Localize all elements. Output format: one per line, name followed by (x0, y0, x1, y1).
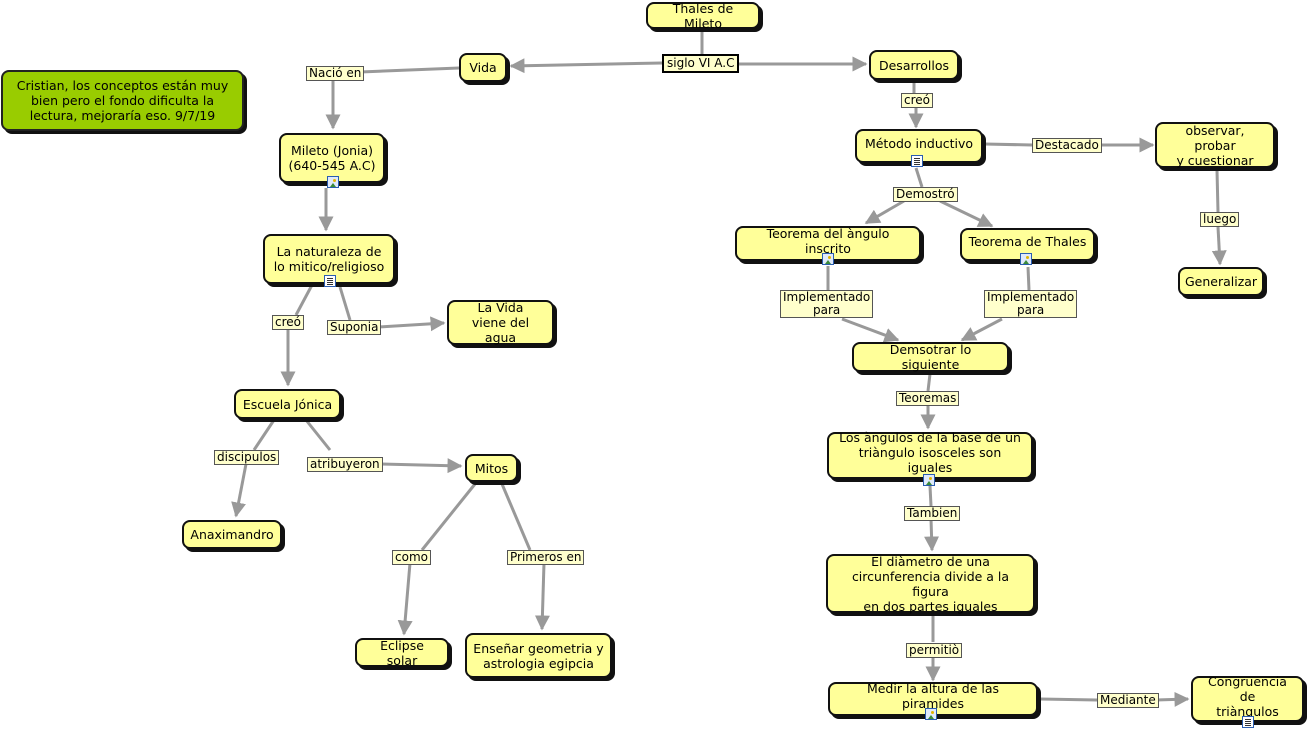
link-label-luego[interactable]: luego (1200, 212, 1240, 227)
concept-medir-text: Medir la altura de las piramides (866, 681, 1000, 711)
link-label-nacio[interactable]: Nació en (306, 66, 365, 81)
concept-teorema-thales-text: Teorema de Thales (968, 234, 1087, 249)
concept-mileto-text: Mileto (Jonia) (640-545 A.C) (288, 143, 376, 173)
concept-generalizar[interactable]: Generalizar (1178, 267, 1264, 296)
document-resource-icon[interactable] (911, 155, 923, 167)
link-label-implementado-2[interactable]: Implementado para (984, 290, 1078, 318)
concept-congruencia-text: Congruencia de triàngulos (1208, 673, 1287, 719)
link-label-destacado[interactable]: Destacado (1032, 138, 1102, 153)
concept-anaximandro[interactable]: Anaximandro (182, 520, 282, 549)
link-label-como[interactable]: como (392, 550, 431, 565)
image-resource-icon[interactable] (327, 176, 339, 188)
link-label-demostro[interactable]: Demostró (893, 187, 958, 202)
reviewer-note: Cristian, los conceptos están muy bien p… (1, 70, 244, 131)
concept-observar[interactable]: observar, probar y cuestionar (1155, 122, 1275, 168)
concept-vida-agua[interactable]: La Vida viene del agua (447, 300, 554, 345)
concept-teorema-angulo-text: Teorema del àngulo inscrito (766, 225, 890, 256)
image-resource-icon[interactable] (923, 474, 935, 486)
concept-angulos-text: Los àngulos de la base de un triàngulo i… (839, 430, 1021, 475)
link-label-suponia[interactable]: Suponia (327, 320, 382, 335)
image-resource-icon[interactable] (822, 253, 834, 265)
concept-mileto[interactable]: Mileto (Jonia) (640-545 A.C) (279, 133, 385, 183)
concept-mitos[interactable]: Mitos (465, 454, 518, 482)
image-resource-icon[interactable] (1020, 253, 1032, 265)
concept-diametro[interactable]: El diàmetro de una circunferencia divide… (826, 554, 1035, 614)
concept-metodo-text: Método inductivo (864, 135, 974, 151)
concept-desarrollos[interactable]: Desarrollos (869, 50, 959, 80)
link-label-implementado-1[interactable]: Implementado para (780, 290, 874, 318)
concept-naturaleza-text: La naturaleza de lo mitico/religioso (273, 244, 385, 274)
concept-thales[interactable]: Thales de Mileto (646, 1, 760, 31)
document-resource-icon[interactable] (324, 275, 336, 287)
concept-ensenar[interactable]: Enseñar geometria y astrologia egipcia (465, 633, 612, 678)
link-label-mediante[interactable]: Mediante (1097, 693, 1159, 708)
concept-teorema-angulo[interactable]: Teorema del àngulo inscrito (735, 226, 921, 261)
document-resource-icon[interactable] (1242, 716, 1254, 728)
link-label-atribuyeron[interactable]: atribuyeron (307, 457, 383, 472)
link-label-creo-escuela[interactable]: creó (272, 315, 304, 330)
concept-vida[interactable]: Vida (459, 53, 507, 82)
concept-eclipse[interactable]: Eclipse solar (355, 638, 449, 668)
link-label-primeros[interactable]: Primeros en (507, 550, 585, 565)
link-label-creo-metodo[interactable]: creó (901, 93, 933, 108)
concept-demostrar[interactable]: Demsotrar lo siguiente (852, 342, 1009, 372)
link-label-permitio[interactable]: permitiò (906, 643, 963, 658)
link-label-tambien[interactable]: Tambien (904, 506, 961, 521)
link-label-teoremas[interactable]: Teoremas (896, 391, 960, 406)
link-label-discipulos[interactable]: discipulos (214, 450, 280, 465)
concept-escuela-jonica[interactable]: Escuela Jónica (234, 389, 341, 419)
link-label-siglo[interactable]: siglo VI A.C (662, 54, 740, 73)
image-resource-icon[interactable] (925, 708, 937, 720)
concept-angulos-isosceles[interactable]: Los àngulos de la base de un triàngulo i… (827, 430, 1033, 479)
